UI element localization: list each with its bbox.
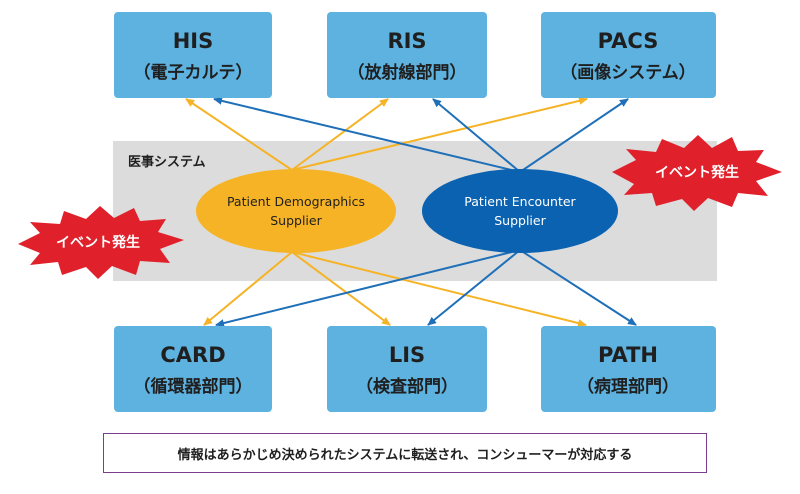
demographics-arrows (185, 96, 588, 327)
system-box-pacs: PACS （画像システム） (541, 12, 716, 98)
encounter-to-pacs-arrow (519, 98, 629, 173)
system-lis-sub: （検査部門） (356, 376, 458, 397)
demographics-to-lis-arrow (291, 251, 391, 326)
demographics-supplier-node: Patient Demographics Supplier (196, 169, 396, 253)
event-burst-right: イベント発生 (612, 135, 782, 211)
encounter-to-path-arrow (519, 249, 637, 326)
event-burst-left: イベント発生 (18, 206, 184, 279)
system-box-card-bg (114, 326, 272, 412)
system-his-name: HIS (173, 29, 214, 53)
system-box-ris: RIS （放射線部門） (327, 12, 487, 98)
encounter-supplier-line2: Supplier (494, 213, 546, 228)
demographics-to-path-arrow (291, 251, 587, 327)
system-card-sub: （循環器部門） (134, 376, 253, 397)
demographics-to-his-arrow (185, 98, 293, 171)
event-burst-right-label: イベント発生 (655, 164, 739, 181)
system-his-sub: （電子カルテ） (134, 62, 253, 83)
encounter-supplier-line1: Patient Encounter (464, 194, 576, 209)
system-box-his: HIS （電子カルテ） (114, 12, 272, 98)
demographics-to-ris-arrow (291, 98, 389, 171)
system-pacs-sub: （画像システム） (560, 62, 696, 83)
system-box-his-bg (114, 12, 272, 98)
system-box-card: CARD （循環器部門） (114, 326, 272, 412)
system-lis-name: LIS (389, 343, 425, 367)
encounter-to-ris-arrow (432, 98, 521, 173)
encounter-supplier-ellipse (422, 169, 618, 253)
system-box-lis-bg (327, 326, 487, 412)
encounter-to-card-arrow (215, 249, 521, 327)
system-box-pacs-bg (541, 12, 716, 98)
encounter-to-his-arrow (213, 96, 521, 173)
event-burst-left-label: イベント発生 (56, 234, 140, 251)
system-box-lis: LIS （検査部門） (327, 326, 487, 412)
system-card-name: CARD (160, 343, 225, 367)
system-path-name: PATH (598, 343, 658, 367)
demographics-supplier-ellipse (196, 169, 396, 253)
encounter-to-lis-arrow (427, 249, 521, 326)
event-burst-left-shape (18, 206, 184, 279)
system-box-path: PATH （病理部門） (541, 326, 716, 412)
demographics-to-pacs-arrow (291, 96, 588, 171)
system-ris-sub: （放射線部門） (348, 62, 467, 83)
event-burst-right-shape (612, 135, 782, 211)
demographics-supplier-line1: Patient Demographics (227, 194, 365, 209)
system-pacs-name: PACS (598, 29, 659, 53)
medical-system-band-label: 医事システム (128, 154, 206, 170)
system-box-ris-bg (327, 12, 487, 98)
demographics-to-card-arrow (203, 251, 293, 326)
encounter-supplier-node: Patient Encounter Supplier (422, 169, 618, 253)
encounter-arrows (213, 96, 637, 327)
demographics-supplier-line2: Supplier (270, 213, 322, 228)
footer-caption: 情報はあらかじめ決められたシステムに転送され、コンシューマーが対応する (103, 433, 707, 473)
footer-caption-text: 情報はあらかじめ決められたシステムに転送され、コンシューマーが対応する (177, 447, 633, 463)
system-path-sub: （病理部門） (577, 376, 679, 397)
system-ris-name: RIS (387, 29, 426, 53)
system-box-path-bg (541, 326, 716, 412)
